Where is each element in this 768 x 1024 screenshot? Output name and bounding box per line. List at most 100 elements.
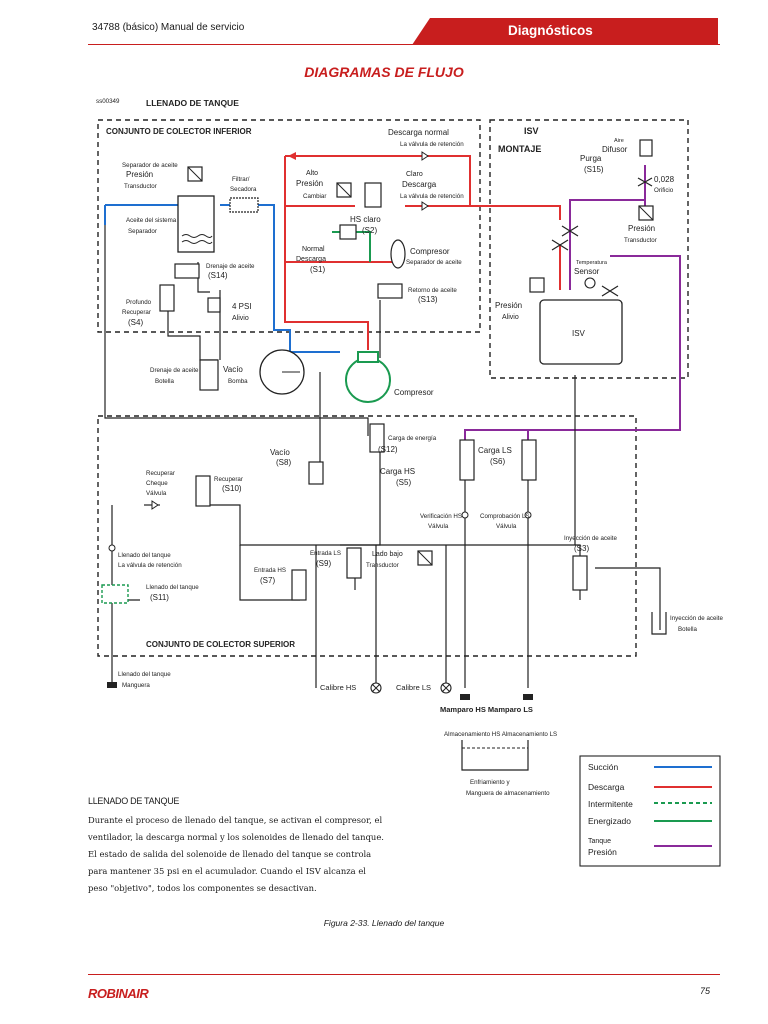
label-verif-hs-1: Verificación HS [420,513,462,520]
label-tank-fill-check-2: La válvula de retención [118,562,182,569]
label-pressure-1: Presión [126,170,153,179]
isv-title-1: ISV [524,126,539,136]
label-s14: (S14) [208,271,228,280]
label-bulkhead: Mamparo HS Mamparo LS [440,705,533,714]
label-vacuum: Vacío [270,448,290,457]
label-oil-inj-bottle-1: Inyección de aceite [670,615,724,622]
label-temp-1: Temperatura [576,260,608,266]
label-verif-ls-2: Válvula [496,523,517,530]
page-number: 75 [700,986,711,996]
upper-manifold-box [97,415,637,657]
tank-fill-check-valve-icon [108,544,116,552]
check-valve-1-icon [421,151,429,161]
label-recover-check-2: Cheque [146,480,168,487]
label-recover: Recuperar [214,476,243,483]
label-high-2: Presión [296,179,323,188]
oil-level-icon [181,234,213,244]
label-air: Aire [614,138,624,144]
line-oil-inj [595,567,661,630]
label-deep-2: Recuperar [122,309,151,316]
label-tank-fill: Llenado del tanque [146,584,199,591]
label-calibre-ls: Calibre LS [396,683,431,692]
label-orifice-1: 0,028 [654,175,675,184]
label-calibre-hs: Calibre HS [320,683,356,692]
label-s11: (S11) [150,593,169,602]
temperature-sensor-icon [584,277,596,289]
legend-tank-label-2: Presión [588,847,617,857]
label-relief-2: Alivio [502,314,519,321]
label-oil-drain: Drenaje de aceite [206,263,255,270]
solenoid-s12 [369,423,385,453]
label-separator: Separador [128,228,157,235]
solenoid-s9 [346,547,362,579]
label-compressor-2: Compresor [394,388,434,397]
switch-slash [336,182,352,198]
relief-4psi [207,297,221,313]
label-power-charge: Carga de energía [388,435,437,442]
legend-box [579,755,721,867]
solenoid-s1 [339,224,357,240]
label-isv: ISV [572,329,586,338]
tank-line-temp [464,255,681,444]
discharge-line-compressor [284,156,369,350]
label-s4: (S4) [128,318,143,327]
isv-tank [539,299,623,365]
footer-rule [88,974,720,975]
label-4psi-1: 4 PSI [232,302,252,311]
label-hs-clear: HS claro [350,215,381,224]
solenoid-s13 [377,283,403,299]
storage-hose [461,740,529,771]
ls-check-valve-icon [524,511,532,519]
line-s12-loop [104,225,369,436]
label-4psi-2: Alivio [232,315,249,322]
isv-valve-3-icon [601,285,619,297]
solenoid-s11 [101,584,129,604]
label-system-oil: Aceite del sistema [126,217,177,224]
label-s12: (S12) [378,445,398,454]
label-oil-inj-bottle-2: Botella [678,626,697,633]
pressure-relief [529,277,545,293]
page-title: DIAGRAMAS DE FLUJO [304,64,464,80]
upper-manifold-label: CONJUNTO DE COLECTOR SUPERIOR [146,640,295,649]
solenoid-s4 [159,284,175,312]
recover-check-valve-icon [151,500,159,510]
description-text: Durante el proceso de llenado del tanque… [88,815,384,893]
solenoid-s5 [459,439,475,481]
bulkhead-ls-icon [523,694,533,700]
description-title: LLENADO DE TANQUE [88,796,180,806]
check-valve-2-icon [421,201,429,211]
label-drain-bottle-2: Botella [155,378,174,385]
label-charge-ls: Carga LS [478,446,512,455]
isv-assembly-box [489,119,689,379]
label-pressure-2: Presión [628,224,655,233]
diagram-title: LLENADO DE TANQUE [146,98,239,108]
label-s8: (S8) [276,458,291,467]
label-verif-hs-2: Válvula [428,523,449,530]
label-s5: (S5) [396,478,411,487]
ls-transducer-slash [417,550,433,566]
label-deep-1: Profundo [126,299,152,306]
label-oil-sep-1: Separador de aceite [122,162,178,169]
label-ls-inlet: Entrada LS [310,550,341,557]
label-clear-1: Claro [406,171,423,178]
label-diffuser: Difusor [602,145,628,154]
compressor [345,357,391,403]
suction-line-filter [220,204,340,353]
label-filter-1: Filtrar/ [232,176,250,183]
label-s15: (S15) [584,165,604,174]
solenoid-s10 [195,475,211,507]
figure-caption: Figura 2-33. Llenado del tanque [323,918,445,928]
legend-intermittent-label: Intermitente [588,799,633,809]
label-orifice-2: Orificio [654,187,674,194]
label-hs-inlet: Entrada HS [254,567,286,574]
label-recover-check-3: Válvula [146,490,167,497]
gauge-marks [371,683,451,693]
label-tank-hose-2: Manguera [122,682,150,689]
label-s6: (S6) [490,457,505,466]
label-normal-1: Normal [302,246,325,253]
isv-valve-1-icon [551,239,569,251]
legend-tank-label: Tanque [588,838,611,845]
label-purge: Purga [580,154,602,163]
label-temp-2: Sensor [574,267,600,276]
label-s2: (S2) [362,226,377,235]
